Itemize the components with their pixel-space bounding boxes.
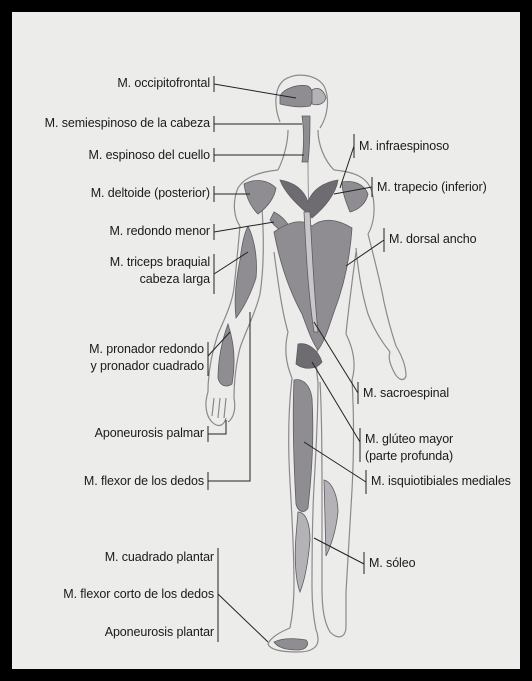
label-aponeurosis-plantar: Aponeurosis plantar (105, 625, 214, 640)
label-dorsal: M. dorsal ancho (389, 232, 476, 247)
label-deltoide: M. deltoide (posterior) (91, 186, 210, 201)
label-isquiotibiales: M. isquiotibiales mediales (371, 474, 511, 489)
label-flexor-dedos: M. flexor de los dedos (84, 474, 204, 489)
label-flexor-corto: M. flexor corto de los dedos (63, 587, 214, 602)
label-soleo: M. sóleo (369, 556, 415, 571)
label-redondo: M. redondo menor (109, 224, 210, 239)
label-sacroespinal: M. sacroespinal (363, 386, 449, 401)
label-gluteo-1: M. glúteo mayor (365, 432, 453, 447)
body-figure (12, 12, 520, 669)
label-semiespinoso: M. semiespinoso de la cabeza (45, 116, 210, 131)
label-espinoso: M. espinoso del cuello (89, 148, 210, 163)
label-triceps-2: cabeza larga (140, 272, 210, 287)
diagram-page: M. occipitofrontal M. semiespinoso de la… (12, 12, 520, 669)
label-cuadrado-plantar: M. cuadrado plantar (105, 550, 214, 565)
label-pronador-1: M. pronador redondo (89, 342, 204, 357)
label-trapecio: M. trapecio (inferior) (377, 180, 487, 195)
label-infraespinoso: M. infraespinoso (359, 139, 449, 154)
label-gluteo-2: (parte profunda) (365, 449, 453, 464)
label-pronador-2: y pronador cuadrado (91, 359, 204, 374)
label-occipitofrontal: M. occipitofrontal (117, 76, 210, 91)
label-aponeurosis-palmar: Aponeurosis palmar (95, 426, 204, 441)
label-triceps-1: M. triceps braquial (110, 255, 210, 270)
